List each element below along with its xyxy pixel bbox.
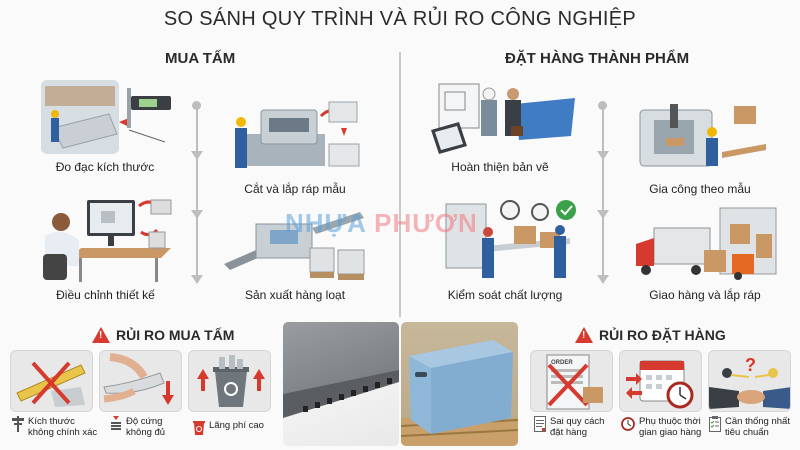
- order-document-icon: ORDER: [546, 354, 603, 410]
- step-quality-control: Kiểm soát chất lượng: [425, 196, 585, 302]
- cutting-machine-icon: [225, 100, 365, 178]
- step-label: Giao hàng và lắp ráp: [649, 288, 761, 302]
- step-finalize-drawing: Hoàn thiện bản vẽ: [420, 80, 580, 174]
- step-label: Sản xuất hàng loạt: [244, 288, 346, 302]
- right-risk-heading: ! RỦI RO ĐẶT HÀNG: [575, 327, 726, 343]
- step-adjust-design: Điều chỉnh thiết kế: [28, 196, 183, 302]
- waste-bin-icon: [197, 355, 265, 407]
- risk-card-inaccurate-size: [10, 350, 93, 412]
- calendar-clock-icon: [626, 360, 694, 409]
- risk-card-low-stiffness: [99, 350, 182, 412]
- risk-card-standards: ?: [708, 350, 791, 412]
- spring-icon: [111, 416, 121, 430]
- step-label: Kiểm soát chất lượng: [447, 288, 563, 302]
- quality-inspection-icon: [430, 196, 580, 284]
- step-measure: Đo đạc kích thước: [30, 78, 180, 174]
- clock-icon: [621, 417, 635, 431]
- center-divider: [399, 52, 401, 317]
- left-column-heading: MUA TẤM: [165, 50, 236, 67]
- step-machine-to-sample: Gia công theo mẫu: [625, 100, 775, 196]
- photo-plastic-box: [401, 322, 518, 446]
- risk-label-high-waste: Lãng phí cao: [193, 420, 264, 436]
- delivery-truck-icon: [630, 204, 780, 284]
- warning-icon: !: [575, 327, 593, 343]
- risk-card-wrong-spec: ORDER: [530, 350, 613, 412]
- document-icon: [534, 416, 546, 432]
- step-label: Cắt và lắp ráp mẫu: [244, 182, 346, 196]
- warning-icon: !: [92, 327, 110, 343]
- left-risk-heading: ! RỦI RO MUA TẤM: [92, 327, 234, 343]
- recycle-bin-icon: [193, 421, 205, 435]
- cnc-machine-icon: [630, 100, 770, 178]
- step-label: Đo đạc kích thước: [55, 160, 155, 174]
- svg-text:?: ?: [745, 355, 756, 375]
- handshake-question-icon: ?: [709, 355, 790, 409]
- ruler-cross-icon: [16, 361, 86, 407]
- measuring-caliper-icon: [35, 78, 175, 156]
- right-column-heading: ĐẶT HÀNG THÀNH PHẨM: [505, 50, 690, 67]
- blueprint-handshake-icon: [425, 80, 575, 156]
- step-label: Gia công theo mẫu: [649, 182, 751, 196]
- step-label: Hoàn thiện bản vẽ: [451, 160, 549, 174]
- svg-text:ORDER: ORDER: [551, 360, 573, 366]
- brand-watermark: NHỰA PHƯƠN: [285, 208, 478, 238]
- photo-corrugated-sheet: [283, 322, 399, 446]
- risk-card-delivery-time: [619, 350, 702, 412]
- step-cut-assemble: Cắt và lắp ráp mẫu: [220, 100, 370, 196]
- bending-sheet-icon: [103, 353, 174, 405]
- step-mass-production: Sản xuất hàng loạt: [215, 204, 375, 302]
- checklist-icon: [709, 416, 721, 432]
- caliper-icon: [12, 416, 24, 432]
- step-label: Điều chỉnh thiết kế: [56, 288, 155, 302]
- risk-card-high-waste: [188, 350, 271, 412]
- page-title: SO SÁNH QUY TRÌNH VÀ RỦI RO CÔNG NGHIỆP: [163, 8, 637, 30]
- step-delivery-assembly: Giao hàng và lắp ráp: [625, 204, 785, 302]
- production-line-icon: [220, 204, 370, 284]
- computer-design-icon: [31, 196, 181, 284]
